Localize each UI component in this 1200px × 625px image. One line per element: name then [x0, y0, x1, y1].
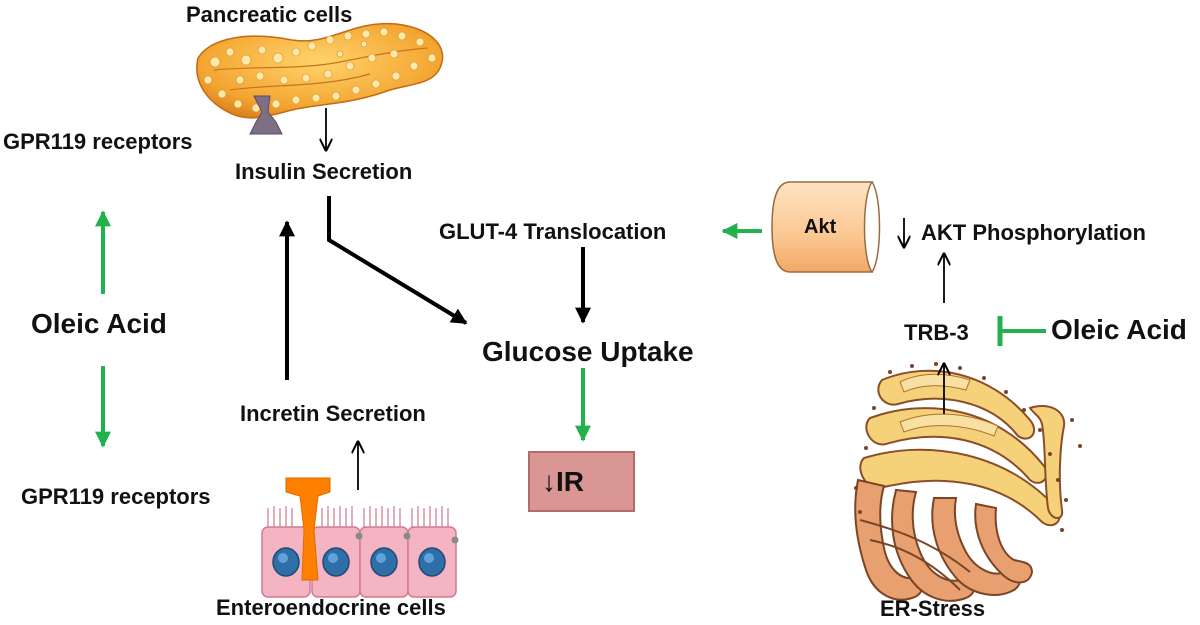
- oleic-inhibition-bar: [997, 316, 1046, 346]
- insulin-secretion-label: Insulin Secretion: [235, 159, 413, 184]
- trb3-label: TRB-3: [904, 320, 969, 345]
- akt-cylinder: [771, 181, 881, 273]
- er-stress-label: ER-Stress: [880, 596, 986, 621]
- incretin-secretion-label: Incretin Secretion: [240, 401, 426, 426]
- glut4-translocation-label: GLUT-4 Translocation: [439, 219, 667, 244]
- insulin-to-glucose-arrow: [327, 196, 468, 325]
- gpr119-bottom-label: GPR119 receptors: [21, 484, 211, 509]
- ir-down-arrow-glyph: ↓: [542, 465, 556, 497]
- akt-label: Akt: [804, 216, 837, 238]
- glucose-uptake-label: Glucose Uptake: [482, 336, 694, 367]
- pancreas-illustration: [196, 22, 444, 135]
- oleic-acid-right-label: Oleic Acid: [1051, 314, 1187, 345]
- enteroendocrine-illustration: [261, 477, 459, 598]
- er-illustration: [854, 362, 1082, 602]
- ir-text: IR: [556, 465, 584, 497]
- ir-label: ↓IR: [542, 466, 584, 498]
- enteroendocrine-cells-label: Enteroendocrine cells: [216, 595, 446, 620]
- oleic-acid-left-label: Oleic Acid: [31, 308, 167, 339]
- akt-phosphorylation-label: AKT Phosphorylation: [921, 220, 1146, 245]
- pancreatic-cells-label: Pancreatic cells: [186, 2, 353, 27]
- gpr119-top-label: GPR119 receptors: [3, 129, 193, 154]
- ir-box: ↓IR: [528, 451, 635, 512]
